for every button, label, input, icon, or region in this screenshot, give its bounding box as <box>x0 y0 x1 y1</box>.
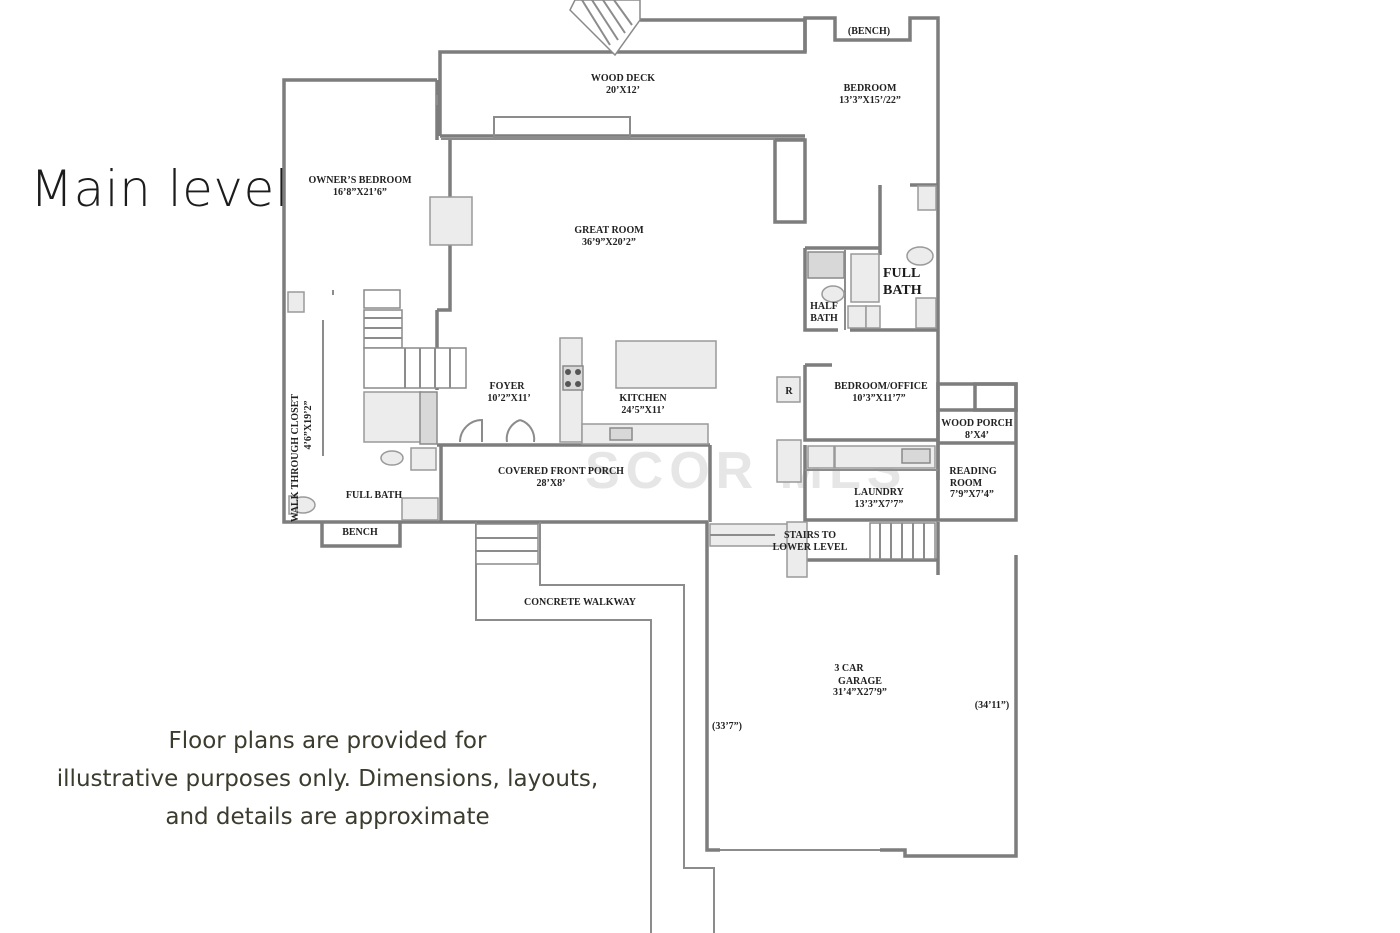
front-steps <box>475 523 539 565</box>
garage-left-dim: (33’7”) <box>712 721 742 732</box>
disclaimer-line-3: and details are approximate <box>165 804 490 830</box>
label-concrete-walkway: CONCRETE WALKWAY <box>524 597 637 608</box>
bed-headboard <box>429 196 473 246</box>
stairs-lower-level <box>869 522 936 560</box>
label-stairs-2: LOWER LEVEL <box>773 542 848 553</box>
dims-wood-porch: 8’X4’ <box>965 430 989 441</box>
label-owners-bedroom: OWNER’S BEDROOM <box>308 175 412 186</box>
garage-steps <box>709 521 808 578</box>
label-bedroom: BEDROOM <box>844 83 897 94</box>
label-stairs: STAIRS TO <box>784 530 836 541</box>
label-walk-through-closet: WALK THROUGH CLOSET <box>290 394 301 523</box>
refrigerator <box>776 376 801 403</box>
svg-text:R: R <box>785 386 793 397</box>
label-garage: 3 CAR <box>834 663 864 674</box>
dims-garage: 31’4”X27’9” <box>833 687 887 698</box>
label-kitchen: KITCHEN <box>619 393 667 404</box>
label-foyer: FOYER <box>490 381 526 392</box>
label-bench-top: (BENCH) <box>848 26 890 37</box>
dims-owners-bedroom: 16’8”X21’6” <box>333 187 387 198</box>
cooktop <box>562 365 584 391</box>
label-great-room: GREAT ROOM <box>574 225 644 236</box>
label-covered-front-porch: COVERED FRONT PORCH <box>498 466 624 477</box>
dims-covered-front-porch: 28’X8’ <box>537 478 566 489</box>
label-half-bath-2: BATH <box>810 313 838 324</box>
label-full-bath-right-2: BATH <box>883 283 922 298</box>
label-reading-room-2: ROOM <box>950 478 983 489</box>
label-half-bath: HALF <box>810 301 838 312</box>
label-wood-porch: WOOD PORCH <box>941 418 1013 429</box>
label-bench-bottom: BENCH <box>342 527 378 538</box>
shower <box>363 391 422 443</box>
label-bedroom-office: BEDROOM/OFFICE <box>834 381 928 392</box>
dims-foyer: 10’2”X11’ <box>487 393 530 404</box>
label-full-bath-left: FULL BATH <box>346 490 402 501</box>
dims-reading-room: 7’9”X7’4” <box>950 489 994 500</box>
bathtub <box>850 253 880 303</box>
label-reading-room: READING <box>949 466 996 477</box>
page-title: Main level <box>30 160 290 218</box>
label-laundry: LAUNDRY <box>854 487 904 498</box>
garage-right-dim: (34’11”) <box>975 700 1009 711</box>
disclaimer-line-2: illustrative purposes only. Dimensions, … <box>56 766 599 792</box>
dims-bedroom-office: 10’3”X11’7” <box>852 393 905 404</box>
deck-stairs <box>569 0 641 57</box>
kitchen-sink <box>609 427 633 441</box>
dims-laundry: 13’3”X7’7” <box>855 499 904 510</box>
vanity <box>401 497 439 521</box>
disclaimer: Floor plans are provided for illustrativ… <box>40 722 615 836</box>
dims-kitchen: 24’5”X11’ <box>621 405 664 416</box>
fixtures: R <box>287 185 937 578</box>
room-labels: WOOD DECK 20’X12’ (BENCH) BEDROOM 13’3”X… <box>290 26 1013 732</box>
half-bath-sink <box>807 251 845 279</box>
label-wood-deck: WOOD DECK <box>591 73 655 84</box>
label-full-bath-right: FULL <box>883 266 920 281</box>
dims-bedroom: 13’3”X15’/22” <box>839 95 901 106</box>
dims-great-room: 36’9”X20’2” <box>582 237 636 248</box>
interior-stairs <box>363 289 467 389</box>
label-garage-2: GARAGE <box>838 676 882 687</box>
kitchen-island <box>615 340 717 389</box>
dims-wood-deck: 20’X12’ <box>606 85 640 96</box>
dims-walk-through-closet: 4’6”X19’2” <box>303 401 314 450</box>
disclaimer-line-1: Floor plans are provided for <box>168 728 487 754</box>
